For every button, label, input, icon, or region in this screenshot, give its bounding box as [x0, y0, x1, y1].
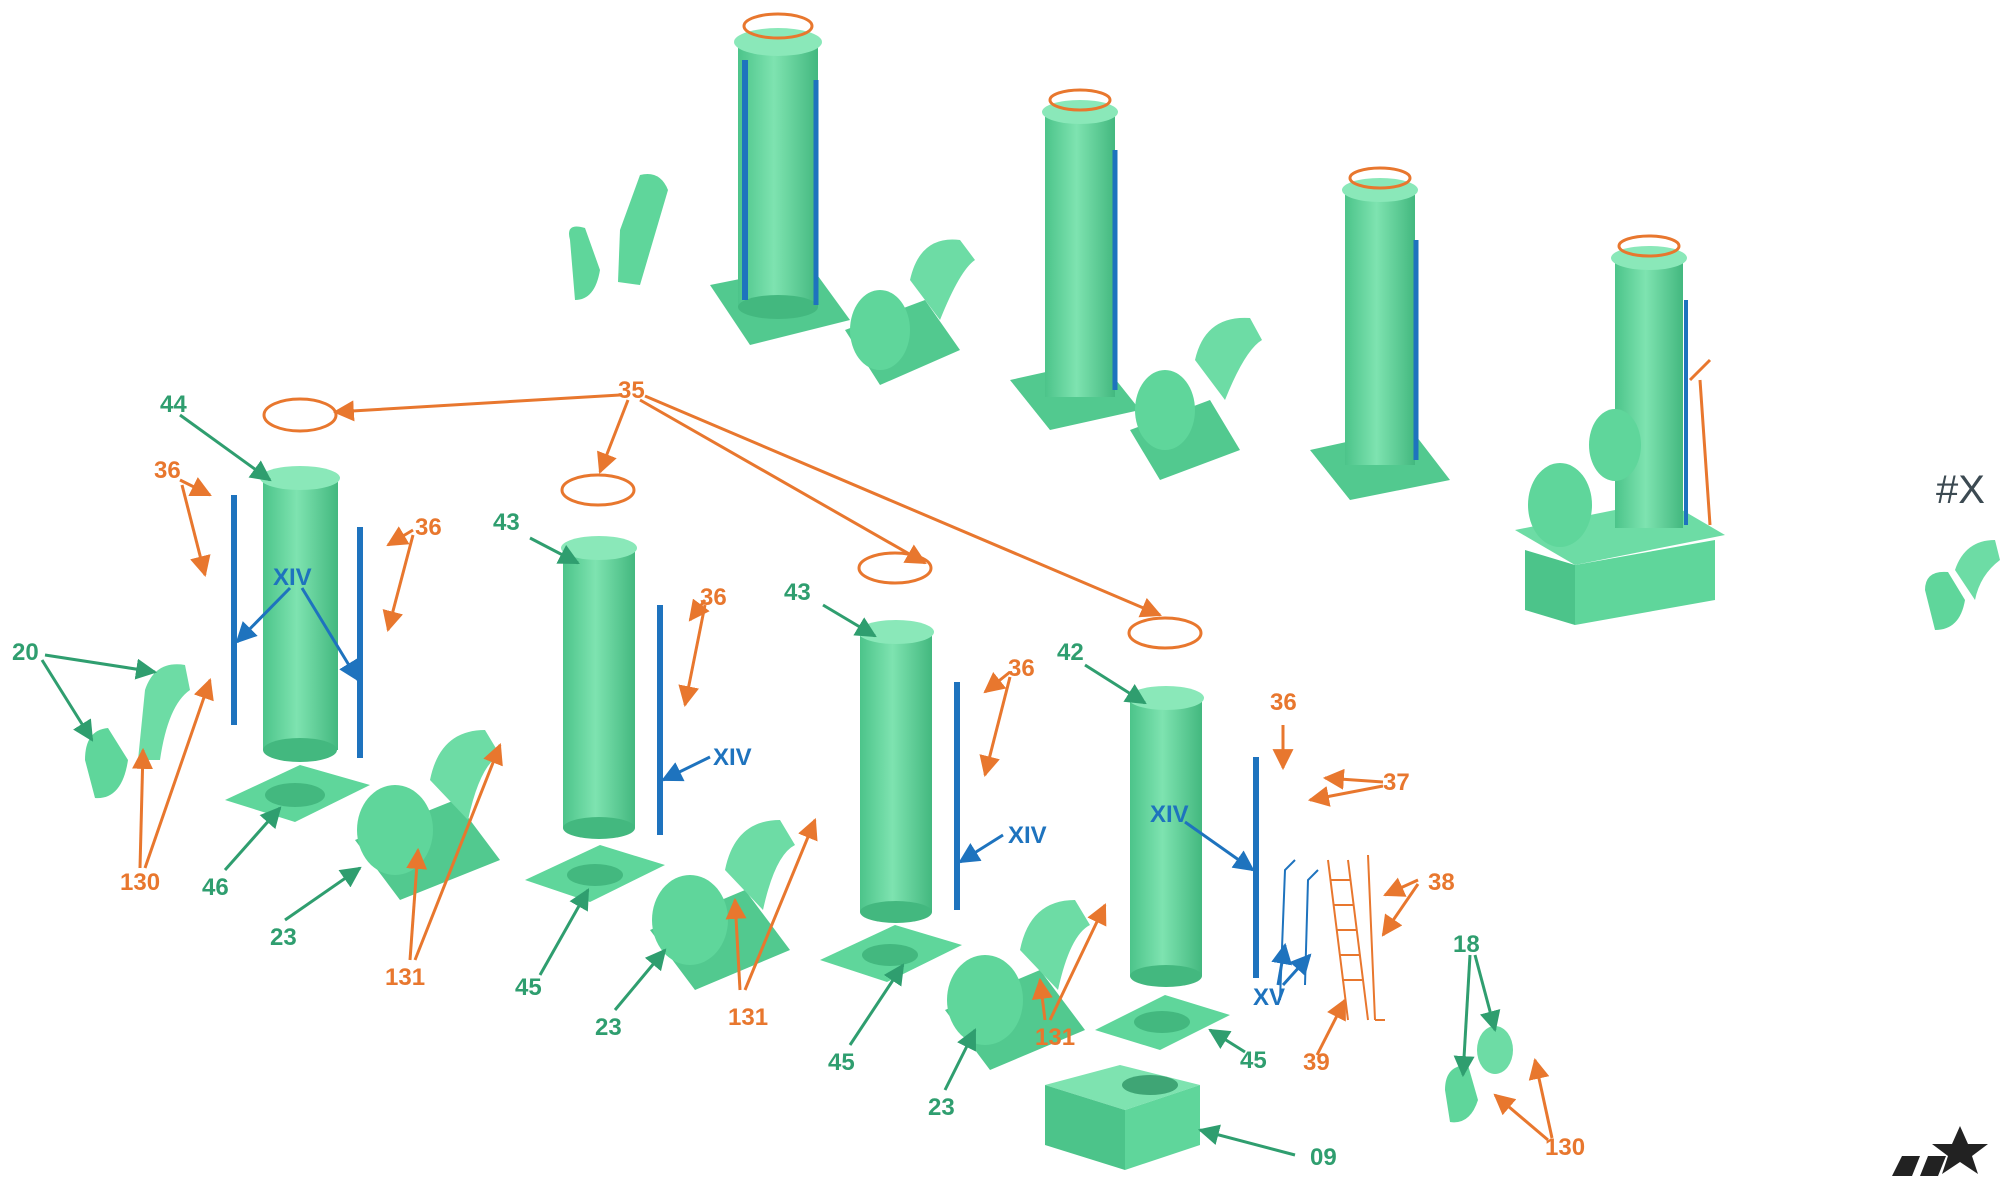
label-xiv-b: XIV — [713, 744, 752, 771]
label-130-a: 130 — [120, 869, 160, 896]
label-130-b: 130 — [1545, 1134, 1585, 1161]
ladder-39 — [1327, 854, 1385, 1021]
cage-35-d — [1127, 616, 1203, 650]
label-36-d: 36 — [1008, 655, 1035, 682]
label-xiv-a: XIV — [273, 564, 312, 591]
label-xv: XV — [1253, 984, 1285, 1011]
label-131-b: 131 — [728, 1004, 768, 1031]
assembled-elbow-1 — [845, 239, 975, 385]
rods-xv — [1279, 859, 1319, 1001]
funnel-43-a — [561, 536, 637, 839]
label-131-a: 131 — [385, 964, 425, 991]
label-23-b: 23 — [595, 1014, 622, 1041]
label-23-c: 23 — [928, 1094, 955, 1121]
brand-logo-icon — [1892, 1126, 1988, 1176]
box-09 — [1045, 1065, 1200, 1170]
label-39: 39 — [1303, 1049, 1330, 1076]
assembled-stack-2 — [1010, 88, 1140, 430]
label-36-b: 36 — [415, 514, 442, 541]
sheet-title: #X — [1936, 468, 1985, 512]
assembled-stack-1 — [710, 12, 850, 345]
loose-elbow-right — [1925, 540, 2000, 630]
label-45-c: 45 — [1240, 1047, 1267, 1074]
label-43-a: 43 — [493, 509, 520, 536]
label-46: 46 — [202, 874, 229, 901]
elbow-23-b — [650, 820, 795, 990]
elbow-23-a — [355, 730, 500, 900]
leader-lines — [40, 393, 1554, 1157]
assembled-elbow-2 — [1130, 317, 1262, 480]
label-20: 20 — [12, 639, 39, 666]
label-23-a: 23 — [270, 924, 297, 951]
assembled-stack-3 — [1310, 166, 1450, 500]
funnel-44 — [260, 466, 340, 762]
label-18: 18 — [1453, 931, 1480, 958]
label-xiv-c: XIV — [1008, 822, 1047, 849]
label-42: 42 — [1057, 639, 1084, 666]
assembled-stack-4 — [1515, 234, 1725, 625]
base-45-c — [1095, 995, 1230, 1050]
label-35: 35 — [618, 377, 645, 404]
label-37: 37 — [1383, 769, 1410, 796]
label-36-c: 36 — [700, 584, 727, 611]
label-43-b: 43 — [784, 579, 811, 606]
funnel-42 — [1128, 686, 1204, 987]
label-44: 44 — [160, 391, 187, 418]
label-38: 38 — [1428, 869, 1455, 896]
label-131-c: 131 — [1035, 1024, 1075, 1051]
label-xiv-d: XIV — [1150, 801, 1189, 828]
cage-35-c — [857, 551, 933, 585]
base-45-a — [525, 845, 665, 902]
base-45-b — [820, 925, 962, 982]
label-09: 09 — [1310, 1144, 1337, 1171]
label-36-e: 36 — [1270, 689, 1297, 716]
loose-elbow-top-left — [569, 174, 668, 300]
label-45-b: 45 — [828, 1049, 855, 1076]
cage-35-a — [262, 397, 338, 433]
elbow-18 — [1445, 1026, 1513, 1123]
base-46 — [225, 765, 370, 822]
elbow-20 — [85, 664, 190, 799]
cage-35-b — [560, 473, 636, 507]
label-36-a: 36 — [154, 457, 181, 484]
label-45-a: 45 — [515, 974, 542, 1001]
funnel-43-b — [858, 620, 934, 923]
